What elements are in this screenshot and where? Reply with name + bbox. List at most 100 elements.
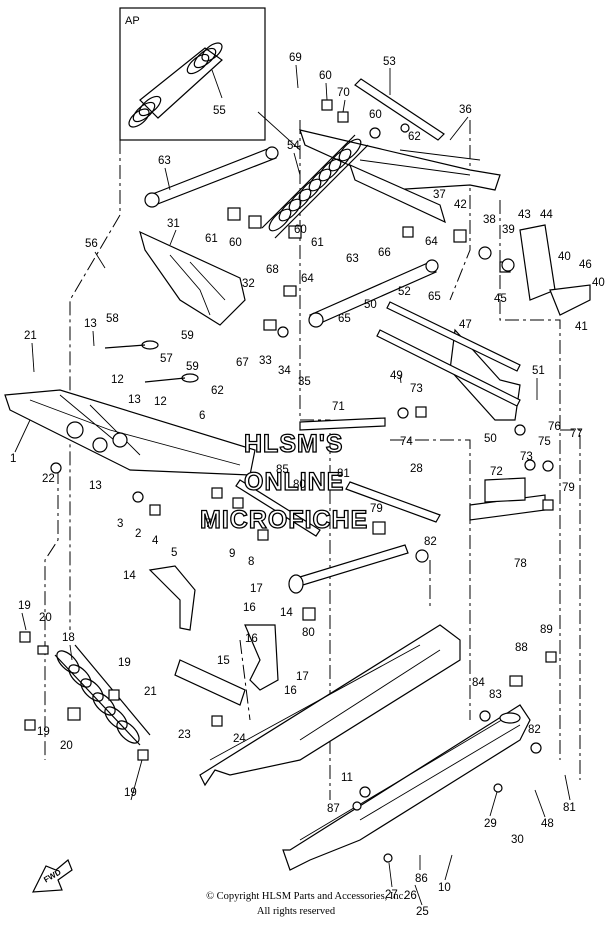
- callout-50b: 50: [484, 433, 497, 445]
- inset-ap: AP: [119, 7, 301, 151]
- hardware: [19, 99, 557, 863]
- callout-31: 31: [167, 218, 180, 230]
- callout-20b: 20: [60, 740, 73, 752]
- callout-24: 24: [233, 733, 246, 745]
- callout-37: 37: [433, 189, 446, 201]
- callout-79: 79: [562, 482, 575, 494]
- callout-45: 45: [494, 293, 507, 305]
- rear-shock: [54, 644, 151, 746]
- callout-57: 57: [160, 353, 173, 365]
- callout-81b: 81: [563, 802, 576, 814]
- callout-88: 88: [515, 642, 528, 654]
- callout-22: 22: [42, 473, 55, 485]
- watermark: HLSM'S ONLINE MICROFICHE: [199, 429, 368, 534]
- callout-54: 54: [287, 140, 300, 152]
- callout-35: 35: [298, 376, 311, 388]
- callout-3: 3: [117, 518, 123, 530]
- callout-60c: 60: [229, 237, 242, 249]
- callout-61: 61: [205, 233, 218, 245]
- callout-21: 21: [24, 330, 37, 342]
- callout-38: 38: [483, 214, 496, 226]
- callout-82b: 82: [528, 724, 541, 736]
- callout-78: 78: [514, 558, 527, 570]
- callout-44: 44: [540, 209, 553, 221]
- callout-8: 8: [248, 556, 254, 568]
- callout-77: 77: [570, 428, 583, 440]
- shock-spring: [261, 134, 369, 239]
- callout-81: 81: [337, 468, 350, 480]
- callout-10: 10: [438, 882, 451, 894]
- callout-84: 84: [472, 677, 485, 689]
- callout-19d: 19: [124, 787, 137, 799]
- callout-11: 11: [341, 772, 353, 784]
- middle-assembly: [54, 417, 546, 746]
- callout-83: 83: [489, 689, 502, 701]
- fwd-label: FWD: [42, 867, 62, 884]
- callout-19c: 19: [37, 726, 50, 738]
- leader-lines: [14, 64, 571, 906]
- callout-36: 36: [459, 104, 472, 116]
- callout-19b: 19: [118, 657, 131, 669]
- callout-69: 69: [289, 52, 302, 64]
- callout-67: 67: [236, 357, 249, 369]
- callout-39: 39: [502, 224, 515, 236]
- callout-12: 12: [111, 374, 124, 386]
- inset-label: AP: [125, 15, 140, 27]
- callout-59b: 59: [186, 361, 199, 373]
- callout-20: 20: [39, 612, 52, 624]
- callout-13c: 13: [89, 480, 102, 492]
- assembly-lines: [44, 120, 581, 800]
- callout-60b: 60: [369, 109, 382, 121]
- callout-55: 55: [213, 105, 226, 117]
- callout-46: 46: [579, 259, 592, 271]
- callout-62: 62: [408, 131, 421, 143]
- callout-75: 75: [538, 436, 551, 448]
- callout-25: 25: [416, 906, 429, 918]
- callout-70: 70: [337, 87, 350, 99]
- callout-65b: 65: [338, 313, 351, 325]
- fwd-arrow: FWD: [31, 859, 73, 893]
- callouts: 55 69 60 53 70 60 36 62 54 63 37 42 43 4…: [10, 52, 605, 918]
- callout-2: 2: [135, 528, 141, 540]
- callout-56: 56: [85, 238, 98, 250]
- callout-15: 15: [217, 655, 230, 667]
- callout-12b: 12: [154, 396, 167, 408]
- callout-53: 53: [383, 56, 396, 68]
- callout-62b: 62: [211, 385, 224, 397]
- callout-79b: 79: [370, 503, 383, 515]
- callout-29: 29: [484, 818, 497, 830]
- callout-82: 82: [424, 536, 437, 548]
- callout-34: 34: [278, 365, 291, 377]
- callout-23: 23: [178, 729, 191, 741]
- callout-64: 64: [425, 236, 438, 248]
- callout-41: 41: [575, 321, 588, 333]
- watermark-line1: HLSM'S: [244, 430, 343, 458]
- callout-72: 72: [490, 466, 503, 478]
- callout-64b: 64: [301, 273, 314, 285]
- callout-30: 30: [511, 834, 524, 846]
- callout-76: 76: [548, 421, 561, 433]
- slide-rails: [199, 624, 531, 871]
- callout-73b: 73: [520, 451, 533, 463]
- callout-6: 6: [199, 410, 205, 422]
- watermark-line3: MICROFICHE: [200, 506, 368, 534]
- callout-5: 5: [171, 547, 177, 559]
- callout-13: 13: [84, 318, 97, 330]
- callout-59: 59: [181, 330, 194, 342]
- callout-19: 19: [18, 600, 31, 612]
- callout-71: 71: [332, 401, 345, 413]
- callout-86: 86: [415, 873, 428, 885]
- callout-26: 26: [404, 890, 417, 902]
- callout-50: 50: [364, 299, 377, 311]
- callout-4: 4: [152, 535, 159, 547]
- callout-74: 74: [400, 436, 413, 448]
- watermark-line2: ONLINE: [244, 468, 344, 496]
- callout-89: 89: [540, 624, 553, 636]
- callout-17: 17: [250, 583, 263, 595]
- callout-60: 60: [319, 70, 332, 82]
- callout-58: 58: [106, 313, 119, 325]
- callout-73: 73: [410, 383, 423, 395]
- callout-13b: 13: [128, 394, 141, 406]
- callout-52: 52: [398, 286, 411, 298]
